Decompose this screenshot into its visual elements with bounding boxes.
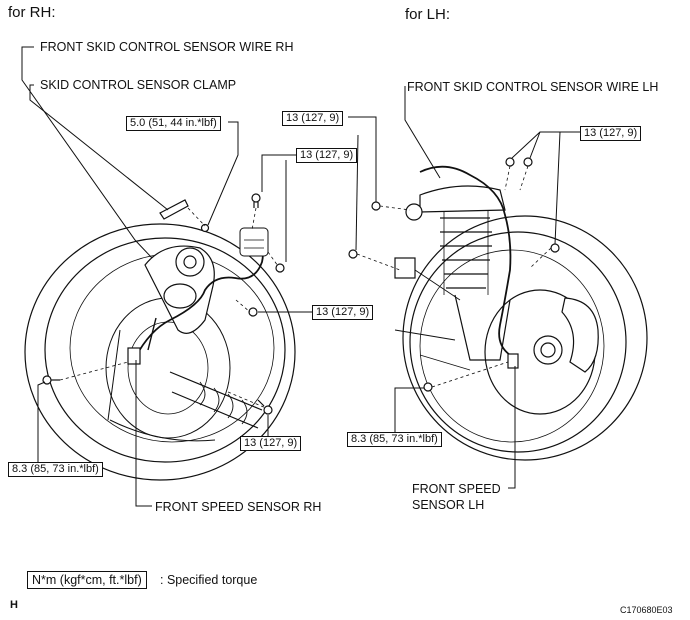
rh-clamp: [159, 199, 189, 220]
lh-wheel-assembly: [348, 157, 648, 461]
figure-code: C170680E03: [620, 605, 673, 615]
lh-coil-spring: [440, 217, 492, 289]
torque-rh-sensor: 8.3 (85, 73 in.*lbf): [8, 462, 103, 477]
rh-sensor-wire: [134, 235, 264, 359]
label-front-skid-wire-lh: FRONT SKID CONTROL SENSOR WIRE LH: [407, 80, 659, 94]
label-skid-sensor-clamp: SKID CONTROL SENSOR CLAMP: [40, 78, 237, 92]
lh-header: for LH:: [405, 6, 451, 23]
legend-description: : Specified torque: [160, 573, 258, 587]
torque-rh-clamp: 5.0 (51, 44 in.*lbf): [126, 116, 221, 131]
torque-lh-left: 13 (127, 9): [282, 111, 344, 126]
lh-bolts: [348, 157, 560, 392]
corner-mark: H: [10, 599, 18, 611]
rh-wheel-assembly: [24, 193, 296, 481]
rh-header: for RH:: [8, 4, 56, 21]
rh-tire: [24, 223, 296, 481]
legend-unit-box: N*m (kgf*cm, ft.*lbf): [27, 571, 147, 589]
rh-strut-mount: [175, 247, 205, 277]
lh-speed-sensor: [507, 353, 519, 369]
leader-lines: [21, 46, 582, 507]
torque-lh-sensor: 8.3 (85, 73 in.*lbf): [347, 432, 442, 447]
label-front-speed-sensor-lh-2: SENSOR LH: [412, 498, 485, 512]
label-front-speed-sensor-rh: FRONT SPEED SENSOR RH: [155, 500, 322, 514]
torque-lh-right: 13 (127, 9): [580, 126, 642, 141]
torque-rh-lower: 13 (127, 9): [240, 436, 302, 451]
torque-rh-middle: 13 (127, 9): [312, 305, 374, 320]
lh-hub: [533, 335, 563, 365]
lh-sensor-wire: [419, 165, 512, 356]
torque-rh-upper: 13 (127, 9): [296, 148, 358, 163]
label-front-skid-wire-rh: FRONT SKID CONTROL SENSOR WIRE RH: [40, 40, 294, 54]
label-front-speed-sensor-lh-1: FRONT SPEED: [412, 482, 501, 496]
rh-speed-sensor: [127, 347, 141, 365]
